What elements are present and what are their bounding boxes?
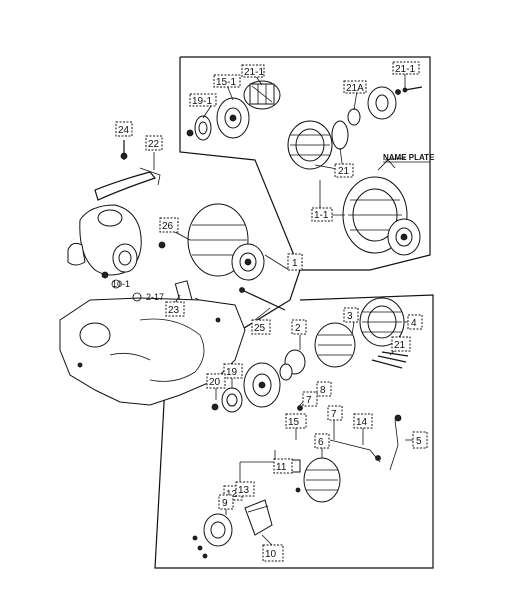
svg-text:9: 9 [222,498,228,509]
svg-text:19: 19 [226,367,238,378]
bearing-19-part [211,387,243,413]
svg-text:1-1: 1-1 [314,210,329,221]
callout-10: 10 [262,544,284,562]
svg-text:15-1: 15-1 [216,77,236,88]
callout-8: 8 [316,381,332,397]
rear-bearing-cover-part [216,97,250,139]
svg-text:5: 5 [416,436,422,447]
upper-inset-frame [179,56,431,271]
callout-15: 15 [285,413,307,429]
callout-7: 7 [302,391,318,407]
callout-4: 4 [407,314,423,330]
callout-11: 11 [273,458,293,474]
through-bolts-21-1 [402,86,423,93]
brush-holder-part [243,80,281,110]
svg-text:10-1: 10-1 [112,279,130,289]
callout-24: 24 [115,121,133,137]
callout-14: 14 [353,413,373,429]
rectifier-6-part [295,457,341,503]
svg-text:26: 26 [162,221,174,232]
svg-text:2: 2 [295,323,301,334]
seal-ring-part [279,349,306,381]
callout-22: 22 [145,135,163,151]
stator-4-part [359,297,405,347]
callout-19: 19 [223,363,243,379]
svg-text:4: 4 [411,318,417,329]
alternator-main-part [158,203,265,281]
rectifier-21a-part [367,86,401,120]
callout-5: 5 [412,431,428,449]
svg-text:24: 24 [118,125,130,136]
callout-21-1-mid: 21-1 [241,64,265,78]
callout-21-1-top: 21-1 [392,61,420,75]
callout-6: 6 [314,433,330,449]
name-plate-label: NAME PLATE [383,153,435,163]
rear-housing-3-part [314,322,356,368]
svg-text:22: 22 [148,139,160,150]
stator-21-part [287,120,333,170]
belt-22-part [94,167,161,201]
svg-text:23: 23 [168,305,180,316]
svg-text:20: 20 [209,377,221,388]
callout-1-1: 1-1 [311,207,333,222]
svg-text:21A: 21A [346,83,364,94]
callout-7b: 7 [327,405,343,421]
brush-assembly-13-part [244,499,273,536]
callout-19-1: 19-1 [189,93,217,107]
svg-text:13: 13 [238,485,250,496]
callout-26: 26 [159,217,179,233]
gear-case-housing [59,297,246,406]
callout-3: 3 [343,307,359,323]
bearing-19-1-part [186,115,212,141]
svg-text:25: 25 [254,323,266,334]
callout-21-upper: 21 [334,163,354,178]
callout-23: 23 [165,301,185,317]
svg-text:15: 15 [288,417,300,428]
ref-2-17: 2-17 [132,292,164,302]
front-cover-part [243,362,281,408]
bolt-25-part [239,287,286,311]
svg-text:19-1: 19-1 [192,96,212,107]
svg-text:10: 10 [265,549,277,560]
svg-text:21-1: 21-1 [395,64,415,75]
svg-text:7: 7 [306,395,312,406]
callout-20: 20 [206,373,226,389]
callout-9: 9 [218,494,234,510]
end-plate-9-part [192,513,233,559]
alternator-assembly-1-1 [342,159,421,256]
svg-text:2-17: 2-17 [146,292,164,302]
bolt-24-part [120,140,128,160]
callout-13: 13 [235,481,255,497]
svg-text:11: 11 [276,462,287,473]
svg-text:21-1: 21-1 [244,67,264,78]
main-callout-leaders [153,152,290,321]
svg-text:21: 21 [394,340,406,351]
svg-text:1: 1 [292,258,298,269]
callout-2: 2 [291,319,307,335]
callout-15-1: 15-1 [213,74,241,88]
svg-text:3: 3 [347,311,353,322]
svg-text:21: 21 [338,166,350,177]
lower-inset-frame [154,269,434,569]
callout-25: 25 [251,319,271,335]
spacer-ring-part [331,108,361,150]
svg-text:6: 6 [318,437,324,448]
ref-10-1: 10-1 [111,279,130,289]
bolts-21-part [371,351,409,369]
water-pump-housing [67,204,142,279]
callout-21a: 21A [343,80,367,94]
svg-text:NAME PLATE: NAME PLATE [383,153,435,162]
svg-text:8: 8 [320,385,326,396]
svg-text:12: 12 [226,489,238,500]
callout-21-lower: 21 [391,336,411,352]
svg-text:14: 14 [356,417,368,428]
svg-text:7: 7 [331,409,337,420]
callout-1: 1 [287,253,303,271]
